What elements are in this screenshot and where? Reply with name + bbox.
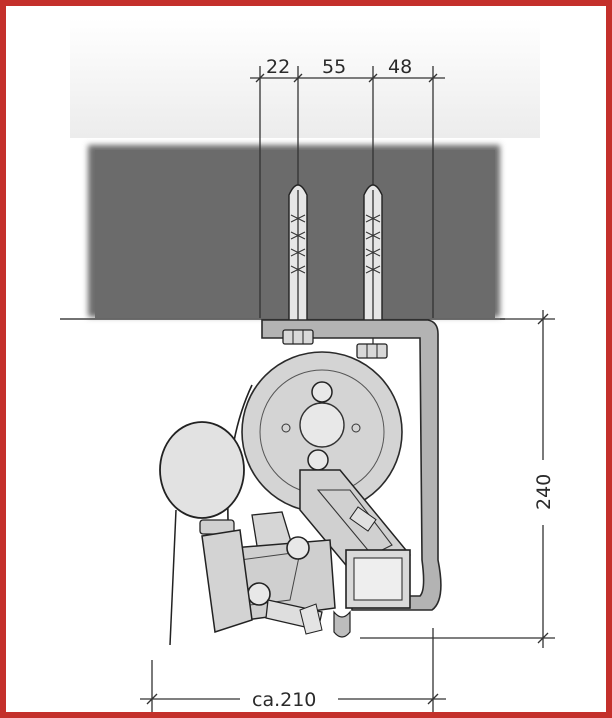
width-dimension-line [140,628,446,712]
bottom-nub [333,610,351,638]
arm-slot [349,506,377,532]
top-dimension-chain [250,66,445,318]
mounting-bracket [261,319,442,611]
anchor-bolt-right [363,184,383,355]
height-dimension-line [360,310,555,648]
dimension-48: 48 [388,56,412,78]
cable-far-left [169,509,177,646]
nut-left [282,329,314,345]
anchor-bolt-left [288,184,308,330]
gearbox-assembly [231,511,336,635]
dimension-22: 22 [266,56,290,78]
dimension-240: 240 [533,474,555,510]
dimension-55: 55 [322,56,346,78]
square-housing [345,549,411,609]
nut-right [356,343,388,359]
dimension-ca210: ca.210 [252,689,316,711]
motor-body [159,421,253,633]
